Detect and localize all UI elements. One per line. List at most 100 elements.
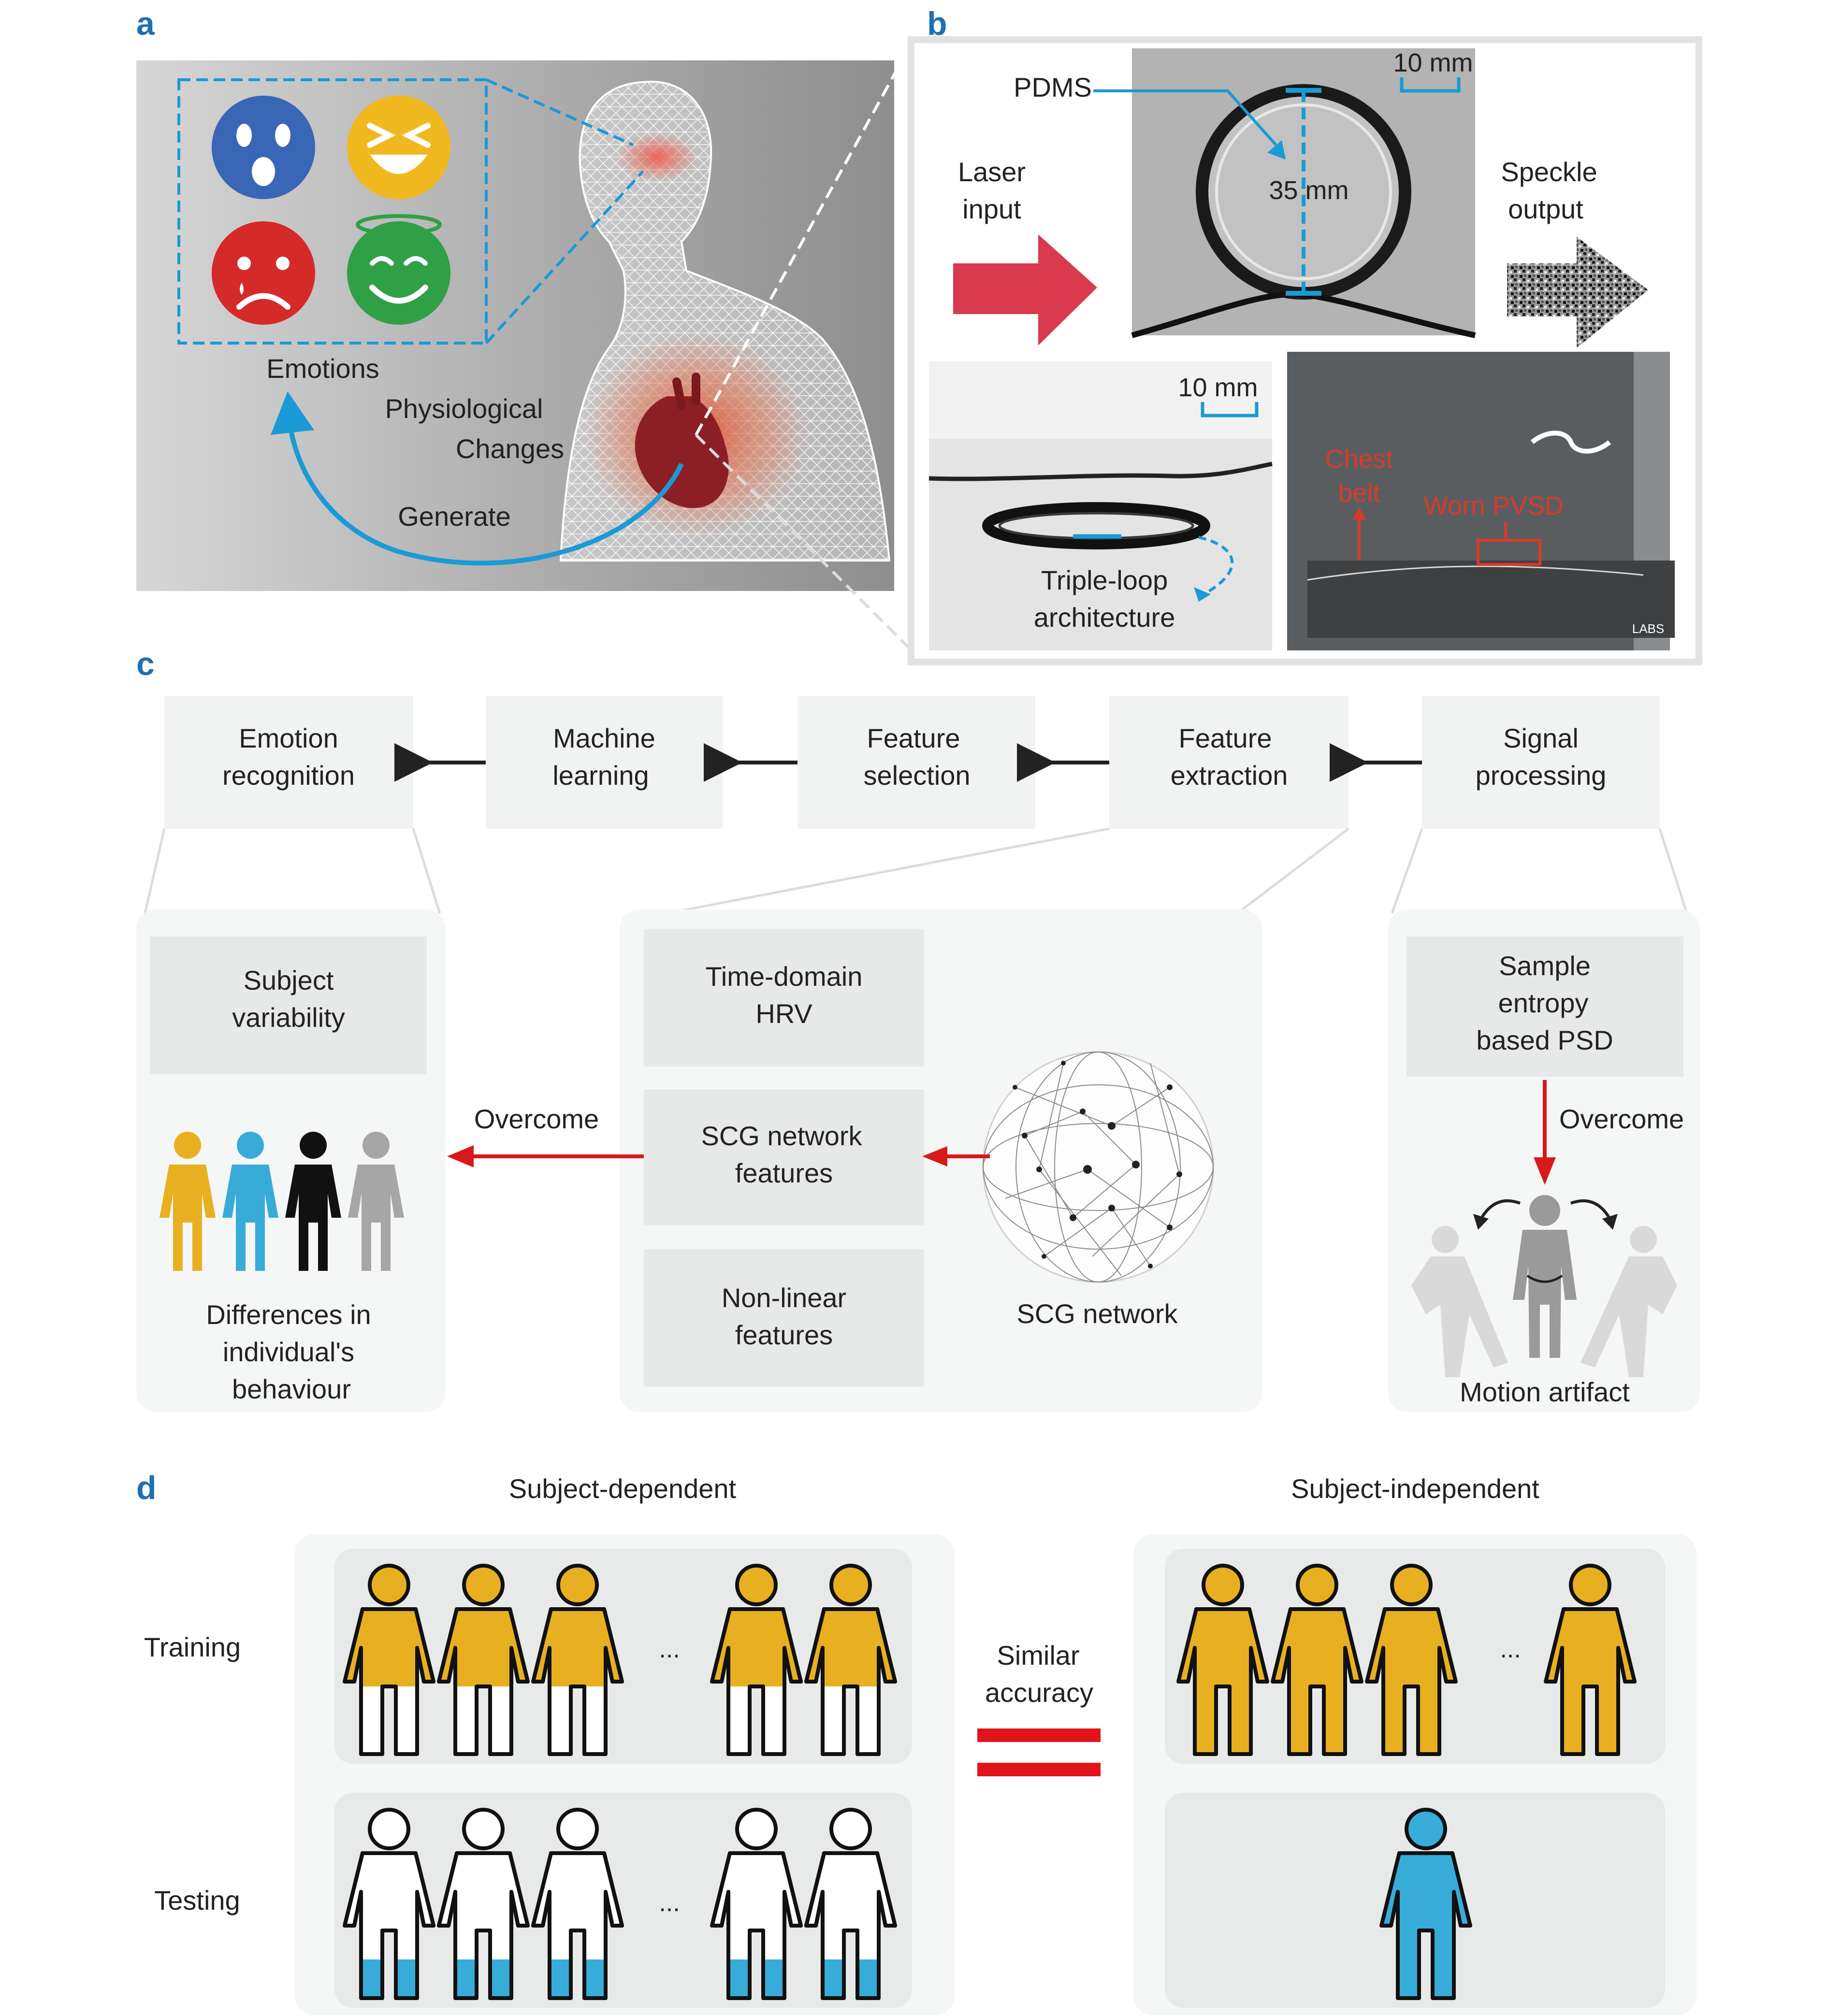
feature-box-time-domain-hrv: Time-domain HRV (644, 929, 924, 1066)
physiological-label: Physiological (385, 393, 543, 424)
differences-label-line1: Differences in (206, 1299, 371, 1330)
triple-loop-pointer (1198, 536, 1234, 596)
person-blue-icon (222, 1132, 278, 1271)
speckle-label-line1: Speckle (1501, 157, 1597, 187)
triple-loop-label-line2: architecture (1034, 602, 1175, 633)
scale-bar-top-label: 10 mm (1393, 48, 1473, 77)
overcome-right-label: Overcome (1559, 1104, 1684, 1134)
zoom-line-ab-top (695, 47, 910, 436)
person-dep-train-4 (804, 1564, 897, 1756)
people-variability-icons (160, 1132, 404, 1271)
crying-face-icon (212, 221, 315, 325)
pipeline-step-signal-processing: Signal processing (1422, 696, 1660, 829)
testing-label: Testing (154, 1885, 240, 1915)
person-dep-test-1 (437, 1808, 530, 2000)
laughing-face-icon (347, 96, 450, 199)
emotions-label: Emotions (266, 353, 379, 384)
svg-text:variability: variability (232, 1002, 345, 1033)
triple-loop-label-line1: Triple-loop (1041, 565, 1168, 595)
laser-input-arrow (953, 234, 1097, 346)
person-gold-icon (160, 1132, 216, 1271)
scale-bar-top (1400, 77, 1461, 93)
subject-variability-box: Subject variability (150, 936, 427, 1074)
svg-text:recognition: recognition (222, 760, 355, 791)
person-dep-train-0 (343, 1564, 435, 1756)
panel-label-c: c (136, 646, 155, 682)
pipeline-step-emotion-recognition: Emotion recognition (164, 696, 413, 829)
generate-arrow (288, 425, 684, 566)
scale-bar-bottom-label: 10 mm (1178, 373, 1258, 402)
scg-network-sphere-icon (982, 1051, 1214, 1283)
person-black-icon (285, 1132, 341, 1271)
svg-text:features: features (735, 1158, 833, 1188)
emotions-box (177, 78, 488, 345)
surprised-face-icon (212, 96, 315, 199)
generate-label: Generate (398, 501, 511, 532)
scale-bar-bottom (1201, 402, 1259, 418)
svg-text:learning: learning (552, 760, 649, 791)
svg-text:Non-linear: Non-linear (722, 1282, 846, 1313)
similar-accuracy-line2: accuracy (985, 1677, 1093, 1708)
pdms-label: PDMS (1014, 72, 1092, 102)
speckle-output-arrow (1507, 237, 1648, 348)
svg-text:features: features (735, 1320, 833, 1350)
svg-text:processing: processing (1476, 760, 1607, 791)
person-dep-test-3 (710, 1808, 803, 2000)
diameter-label: 35 mm (1269, 176, 1348, 205)
svg-text:Subject: Subject (244, 965, 334, 995)
svg-text:SCG network: SCG network (701, 1121, 863, 1151)
worn-pvsd-box (1477, 539, 1541, 566)
zoom-line-bottom (485, 170, 644, 345)
differences-label-line3: behaviour (232, 1374, 351, 1404)
differences-label-line2: individual's (223, 1337, 354, 1367)
zoom-line-ab-bottom (695, 433, 910, 649)
triple-loop-ring (982, 502, 1210, 549)
training-label: Training (144, 1632, 241, 1662)
svg-text:Feature: Feature (1179, 723, 1272, 753)
feature-box-non-linear-features: Non-linear features (644, 1249, 924, 1387)
subject-independent-title: Subject-independent (1291, 1473, 1539, 1504)
ellipsis-dep-train: ... (659, 1635, 680, 1663)
svg-text:selection: selection (863, 760, 970, 791)
panel-label-a: a (136, 5, 155, 42)
svg-text:extraction: extraction (1171, 760, 1288, 791)
motion-artifact-label: Motion artifact (1460, 1377, 1630, 1407)
laser-label-line1: Laser (958, 157, 1026, 187)
subject-dependent-title: Subject-dependent (509, 1473, 737, 1504)
similar-accuracy-line1: Similar (997, 1640, 1079, 1670)
person-dep-train-1 (437, 1564, 530, 1756)
scg-network-label: SCG network (1017, 1298, 1178, 1329)
person-grey-icon (348, 1132, 404, 1271)
person-indep-train-1 (1271, 1564, 1363, 1756)
svg-text:HRV: HRV (755, 998, 812, 1029)
person-indep-train-3 (1544, 1564, 1637, 1756)
panel-label-d: d (136, 1469, 157, 1506)
person-dep-train-2 (531, 1564, 624, 1756)
generate-arrowhead (271, 391, 314, 435)
sample-entropy-box: Sample entropy based PSD (1406, 936, 1683, 1077)
svg-text:Machine: Machine (553, 723, 655, 753)
zoom-line-top (485, 78, 634, 146)
person-indep-test-0 (1379, 1808, 1472, 2000)
pdms-leader-line (1093, 89, 1277, 146)
pipeline-step-feature-selection: Feature selection (798, 696, 1035, 829)
svg-text:entropy: entropy (1498, 988, 1589, 1018)
speckle-label-line2: output (1508, 194, 1583, 224)
angel-face-icon (347, 214, 450, 325)
svg-text:Sample: Sample (1499, 950, 1591, 981)
chest-belt-label-line1: Chest (1325, 445, 1393, 474)
feature-box-scg-network-features: SCG network features (644, 1090, 924, 1225)
labs-text: LABS (1632, 621, 1665, 636)
heart-icon (635, 373, 729, 508)
svg-text:Emotion: Emotion (239, 723, 338, 753)
pipeline-step-feature-extraction: Feature extraction (1109, 696, 1348, 829)
svg-text:Time-domain: Time-domain (706, 961, 863, 992)
person-indep-train-0 (1176, 1564, 1269, 1756)
person-indep-train-2 (1365, 1564, 1458, 1756)
changes-label: Changes (456, 433, 564, 464)
laser-label-line2: input (962, 194, 1021, 224)
worn-pvsd-label: Worn PVSD (1423, 491, 1564, 520)
panel-label-b: b (927, 5, 947, 42)
brain-highlight (616, 133, 698, 181)
